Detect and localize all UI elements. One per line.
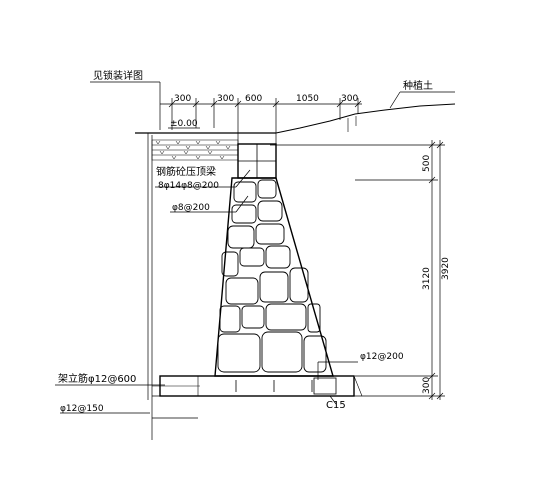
level-label: ±0.00 — [170, 119, 198, 129]
dim-top-1: 300 — [174, 94, 191, 104]
planting-soil-label: 种植土 — [403, 79, 433, 92]
side-bar-label: φ12@200 — [360, 352, 404, 362]
cap-beam — [237, 143, 277, 179]
frame-bar-label: 架立筋φ12@600 — [58, 372, 136, 385]
top-dimension-line — [160, 98, 362, 144]
concrete-grade-label: C15 — [326, 400, 346, 411]
dim-right-total: 3920 — [441, 257, 451, 280]
detail-ref-label: 见锁装详图 — [93, 69, 143, 82]
left-ground-lines — [147, 133, 198, 440]
rubble-stones — [217, 179, 327, 373]
foundation-slab — [152, 375, 365, 397]
right-dimension-lines — [270, 140, 445, 400]
dim-top-3: 600 — [245, 94, 262, 104]
stirrup-label: φ8@200 — [172, 203, 210, 213]
ground-line — [275, 103, 456, 134]
dim-top-2: 300 — [217, 94, 234, 104]
dim-top-4: 1050 — [296, 94, 319, 104]
dim-right-bottom: 300 — [422, 377, 432, 394]
dim-right-upper: 500 — [422, 155, 432, 172]
cap-beam-rebar-label: 8φ14φ8@200 — [158, 181, 219, 191]
dim-right-middle: 3120 — [422, 267, 432, 290]
dim-top-5: 300 — [341, 94, 358, 104]
paving-hatch — [151, 139, 239, 161]
leader-lines — [55, 81, 455, 414]
stone-wall — [214, 177, 334, 377]
bottom-bar-label: φ12@150 — [60, 404, 104, 414]
cap-beam-label: 钢筋砼压顶梁 — [156, 165, 216, 178]
